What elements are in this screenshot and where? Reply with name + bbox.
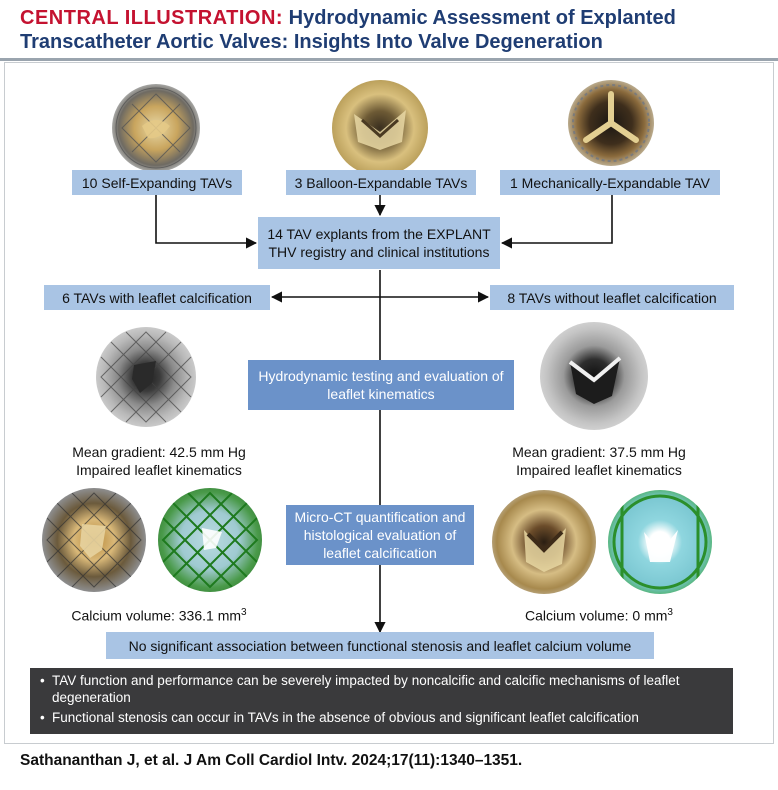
noncalcified-valve-photo <box>492 490 596 594</box>
title-rest: Hydrodynamic Assessment of Explanted Tra… <box>20 7 676 53</box>
citation: Sathananthan J, et al. J Am Coll Cardiol… <box>20 752 523 769</box>
connector-self-expanding <box>155 195 258 249</box>
key-points: • TAV function and performance can be sev… <box>30 668 733 734</box>
balloon-expandable-box: 3 Balloon-Expandable TAVs <box>286 170 476 195</box>
right-calcium-sup: 3 <box>667 607 673 618</box>
left-calcium-sup: 3 <box>241 607 247 618</box>
noncalcified-valve-microct <box>608 490 712 594</box>
right-gradient-label: Mean gradient: 37.5 mm Hg <box>512 444 686 460</box>
page-title: CENTRAL ILLUSTRATION: Hydrodynamic Asses… <box>20 6 760 54</box>
self-expanding-box: 10 Self-Expanding TAVs <box>72 170 242 195</box>
left-gradient-label: Mean gradient: 42.5 mm Hg <box>72 444 246 460</box>
with-calcification-box: 6 TAVs with leaflet calcification <box>44 285 270 310</box>
micro-ct-box: Micro-CT quantification and histological… <box>286 505 474 565</box>
calcified-valve-microct <box>158 488 262 592</box>
title-lead: CENTRAL ILLUSTRATION: <box>20 7 284 29</box>
mechanically-expandable-box: 1 Mechanically-Expandable TAV <box>500 170 720 195</box>
noncalcified-valve-hydro-image <box>540 322 648 430</box>
key-point-1: • TAV function and performance can be sev… <box>40 672 723 706</box>
calcified-valve-photo <box>42 488 146 592</box>
bullet-dot: • <box>40 710 45 725</box>
bullet-dot: • <box>40 673 45 688</box>
left-kinematics-label: Impaired leaflet kinematics <box>76 462 242 478</box>
connector-mechanical <box>500 195 613 249</box>
key-point-2: • Functional stenosis can occur in TAVs i… <box>40 709 723 726</box>
calcified-valve-hydro-image <box>96 327 196 427</box>
mechanically-expandable-valve-image <box>568 80 654 166</box>
balloon-expandable-valve-image <box>332 80 428 176</box>
left-calcium-volume: Calcium volume: 336.1 mm3 <box>44 604 274 625</box>
right-calcium-text: Calcium volume: 0 mm <box>525 607 668 624</box>
self-expanding-valve-image <box>112 84 200 172</box>
left-calcium-text: Calcium volume: 336.1 mm <box>71 607 242 624</box>
explants-box: 14 TAV explants from the EXPLANT THV reg… <box>258 217 500 269</box>
right-calcium-volume: Calcium volume: 0 mm3 <box>484 604 714 625</box>
hydrodynamic-testing-box: Hydrodynamic testing and evaluation of l… <box>248 360 514 410</box>
key-point-2-text: Functional stenosis can occur in TAVs in… <box>52 710 639 725</box>
key-point-1-text: TAV function and performance can be seve… <box>52 673 680 705</box>
header: CENTRAL ILLUSTRATION: Hydrodynamic Asses… <box>0 0 778 61</box>
right-kinematics-label: Impaired leaflet kinematics <box>516 462 682 478</box>
conclusion-box: No significant association between funct… <box>106 632 654 659</box>
without-calcification-box: 8 TAVs without leaflet calcification <box>490 285 734 310</box>
